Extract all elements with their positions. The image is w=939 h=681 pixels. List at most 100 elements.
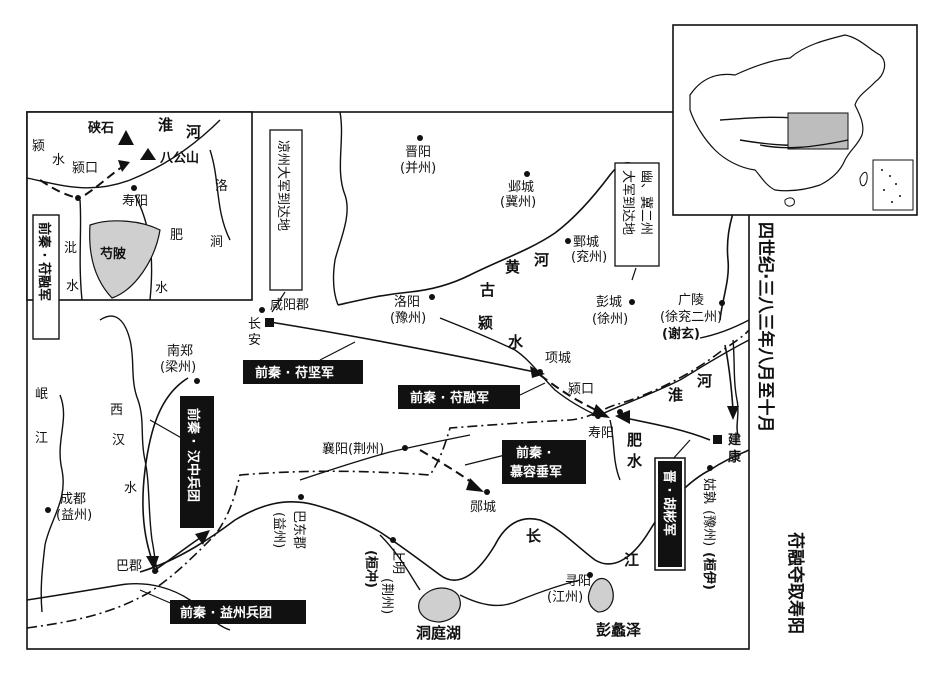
inset-huaihe-1: 淮 bbox=[158, 116, 173, 134]
label-jiankang-2: 康 bbox=[728, 449, 742, 465]
inset-army-label: 前秦 · 苻融军 bbox=[36, 222, 52, 301]
label-changan-1: 长 bbox=[248, 317, 261, 332]
label-badong: 巴东郡 bbox=[291, 510, 306, 549]
locator-taiwan bbox=[859, 171, 868, 187]
inset-bagongshan: 八公山 bbox=[159, 150, 199, 166]
inset-feishui-2: 水 bbox=[155, 281, 168, 296]
inset-army-box bbox=[32, 214, 60, 340]
label-xihan-1: 西 bbox=[110, 403, 123, 418]
label-xihan-3: 水 bbox=[124, 481, 137, 496]
city-luoyang-dot bbox=[429, 294, 435, 300]
inset-yingshui-1: 颍 bbox=[32, 139, 45, 154]
xihan-river bbox=[99, 315, 159, 573]
hanzhong-pointer bbox=[149, 419, 186, 441]
inset-yingshui-2: 水 bbox=[52, 153, 65, 168]
yizhou-route bbox=[154, 537, 201, 571]
hubin-pointer bbox=[671, 439, 691, 461]
label-dongting: 洞庭湖 bbox=[416, 624, 461, 642]
army-murong-label-2: 慕容垂军 bbox=[509, 464, 562, 480]
city-gushu-dot bbox=[707, 465, 713, 471]
inset-shaobei: 芍陂 bbox=[100, 246, 127, 262]
locator-hainan bbox=[784, 197, 795, 207]
army-hubin-label: 晋 · 胡彬军 bbox=[661, 470, 677, 536]
city-badong-dot bbox=[298, 494, 304, 500]
china-outline bbox=[689, 34, 886, 192]
inset-mountain-2 bbox=[140, 148, 156, 160]
note-liangzhou-label: 凉州大军到达地 bbox=[275, 140, 290, 231]
city-yuncheng-dot bbox=[484, 489, 490, 495]
army-fujian-label: 前秦 · 苻坚军 bbox=[255, 365, 334, 381]
yingshui-river bbox=[439, 317, 599, 417]
label-badong-sub: (益州) bbox=[271, 512, 286, 548]
note-youji-label-2: 大军到达地 bbox=[620, 170, 635, 235]
inset-yingkou: 颍口 bbox=[72, 161, 98, 176]
guangling-route bbox=[724, 344, 734, 411]
hanzhong-route bbox=[142, 377, 189, 561]
city-xianyang-dot bbox=[259, 307, 265, 313]
label-juancheng: 鄄城 bbox=[573, 235, 599, 250]
hanzhong-route-arrow bbox=[146, 556, 159, 570]
label-feishui-1: 肥 bbox=[627, 431, 642, 449]
city-changan-square bbox=[265, 318, 274, 327]
army-box-furong: 前秦 · 苻融军 bbox=[398, 385, 520, 409]
label-yingshui-1: 颍 bbox=[477, 314, 493, 332]
inset-feishui-1: 肥 bbox=[170, 228, 183, 243]
north-region-border bbox=[332, 111, 348, 306]
army-furong-label: 前秦 · 苻融军 bbox=[410, 390, 489, 406]
label-chengdu: 成都 bbox=[60, 492, 86, 507]
inset-pishui-2: 水 bbox=[66, 279, 79, 294]
hubin-route bbox=[624, 417, 711, 441]
dongting-lake bbox=[418, 587, 461, 623]
city-yingkou-dot bbox=[595, 413, 601, 419]
label-minjiang-1: 岷 bbox=[35, 387, 48, 402]
label-shouyang: 寿阳 bbox=[588, 426, 614, 441]
label-yingshui-2: 水 bbox=[508, 333, 524, 351]
inset-luojian bbox=[209, 149, 231, 241]
hubin-route-arrow bbox=[615, 410, 630, 424]
inset-huaihe-2: 河 bbox=[186, 123, 201, 141]
yizhou-route-arrow bbox=[195, 530, 210, 545]
army-hanzhong-label-2: 汉中兵团 bbox=[185, 450, 201, 502]
label-jinyang-sub: (并州) bbox=[400, 161, 436, 176]
city-yecheng-dot bbox=[524, 171, 530, 177]
label-pengcheng-sub: (徐州) bbox=[592, 312, 628, 327]
label-yecheng-sub: (冀州) bbox=[500, 194, 536, 210]
inset-huaihe bbox=[26, 119, 221, 189]
title-right-column: 苻融夺取寿阳 bbox=[785, 532, 806, 634]
label-huanghe-2: 河 bbox=[534, 251, 549, 269]
city-shouyang-dot bbox=[617, 409, 623, 415]
label-juancheng-sub: (兖州) bbox=[571, 250, 607, 265]
label-changan-2: 安 bbox=[248, 333, 261, 348]
label-pengcheng: 彭城 bbox=[596, 295, 622, 310]
label-guangling-sub2: (谢玄) bbox=[662, 326, 700, 342]
city-xunyang-dot bbox=[587, 572, 593, 578]
youji-pointer bbox=[631, 267, 637, 281]
label-nanzheng: 南郑 bbox=[167, 343, 193, 359]
label-huanghe-1: 黄 bbox=[505, 258, 520, 276]
army-box-yizhou: 前秦 · 益州兵团 bbox=[170, 600, 306, 624]
label-xunyang-sub: (江州) bbox=[547, 590, 583, 605]
label-huaihe-2: 河 bbox=[697, 372, 712, 390]
army-box-murong: 前秦 · 慕容垂军 bbox=[502, 440, 586, 484]
label-nanzheng-sub: (梁州) bbox=[160, 360, 196, 375]
inset-xiashi: 硖石 bbox=[88, 120, 114, 136]
inset-shouyang-dot bbox=[131, 185, 137, 191]
note-youji-label-1: 幽、冀二州 bbox=[638, 170, 654, 235]
inset-pishui-1: 沘 bbox=[64, 241, 77, 256]
label-guangling: 广陵 bbox=[678, 293, 704, 308]
guangling-route-arrow bbox=[727, 406, 739, 420]
army-yizhou-label: 前秦 · 益州兵团 bbox=[180, 605, 272, 621]
city-nanzheng-dot bbox=[194, 378, 200, 384]
label-luoyang-sub: (豫州) bbox=[390, 311, 426, 326]
note-box-liangzhou: 凉州大军到达地 bbox=[269, 129, 303, 291]
locator-south-sea-islands bbox=[881, 169, 901, 203]
label-guangling-sub: (徐兖二州) bbox=[660, 310, 722, 325]
inset-luojian-1: 洛 bbox=[215, 179, 228, 194]
label-xiangyang: 襄阳(荆州) bbox=[322, 441, 384, 457]
army-hanzhong-label-1: 前秦 · bbox=[185, 408, 201, 443]
label-minjiang-2: 江 bbox=[35, 431, 48, 446]
label-huanghe-gu: 古 bbox=[480, 281, 495, 299]
label-changjiang-2: 江 bbox=[624, 551, 639, 569]
city-guangling-dot bbox=[719, 300, 725, 306]
